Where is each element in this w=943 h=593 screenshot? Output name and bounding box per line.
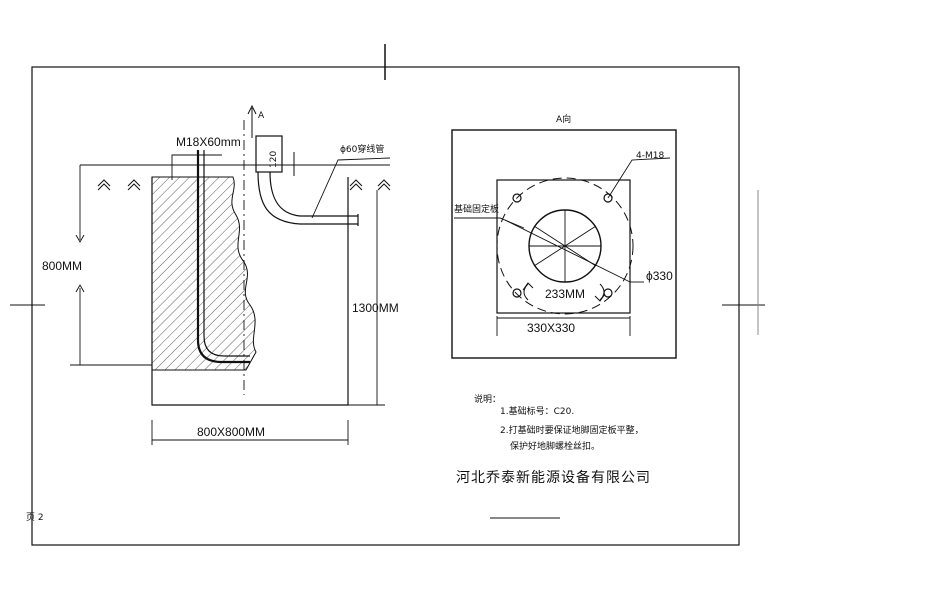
- bolt-leader: [171, 154, 222, 180]
- section-view: [70, 104, 391, 445]
- view-marker: A: [258, 111, 265, 121]
- ground-symbols: [97, 179, 391, 191]
- plan-outer-square: [451, 129, 677, 359]
- notes-line-2: 2.打基础时要保证地脚固定板平整，: [500, 424, 644, 436]
- bolt-hole-br: [603, 288, 613, 298]
- bolt-hole-tr: [603, 193, 613, 203]
- plan-title: A向: [556, 113, 571, 125]
- notes-line-3: 保护好地脚螺栓丝扣。: [510, 440, 600, 452]
- anchor-bolt-edge: [203, 150, 250, 357]
- notes-line-1: 1.基础标号：C20.: [500, 405, 574, 417]
- notes-block: 说明： 1.基础标号：C20. 2.打基础时要保证地脚固定板平整， 保护好地脚螺…: [474, 393, 644, 452]
- bolt-count-leader: [607, 157, 671, 199]
- conduit-pipe-inner: [257, 171, 358, 225]
- stub-height-label: 120: [269, 151, 279, 168]
- notes-heading: 说明：: [474, 393, 501, 405]
- diameter-label: ϕ330: [646, 269, 673, 283]
- page-mark: 页 2: [26, 512, 44, 523]
- bolt-hole-tl: [512, 193, 522, 203]
- pipe-leader: [311, 157, 391, 219]
- circle-label: 基础固定板: [454, 203, 499, 215]
- plan-view: [451, 129, 677, 359]
- anchor-bolt: [196, 150, 250, 364]
- pipe-label: ϕ60穿线管: [340, 143, 384, 155]
- stub-column: [255, 135, 283, 173]
- plate-size-label: 330X330: [527, 321, 575, 335]
- bolt-label: M18X60mm: [176, 135, 241, 149]
- base-size-label: 800X800MM: [197, 425, 265, 439]
- sheet-frame: [10, 44, 765, 546]
- bolt-hole-bl: [512, 288, 522, 298]
- plan-diameter-leader: [504, 219, 631, 283]
- view-arrow-head: [247, 104, 257, 115]
- conduit-pipe-outer: [269, 171, 358, 217]
- depth-label: 800MM: [42, 259, 82, 273]
- bolt-circle: [496, 177, 634, 315]
- plate-leader: [454, 217, 525, 229]
- company-name: 河北乔泰新能源设备有限公司: [456, 469, 651, 486]
- total-height-label: 1300MM: [352, 301, 399, 315]
- spacing-label: 233MM: [545, 287, 585, 301]
- bolt-count-label: 4-M18: [636, 151, 664, 161]
